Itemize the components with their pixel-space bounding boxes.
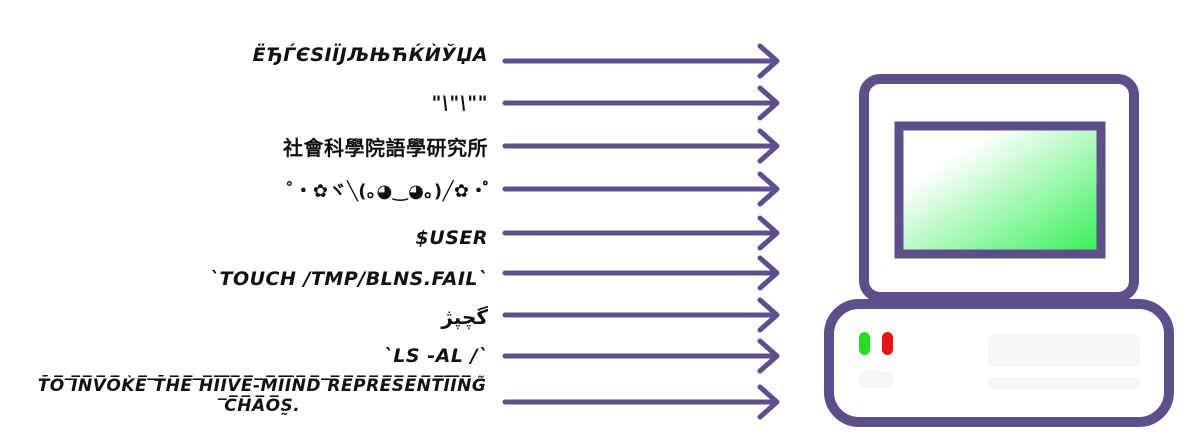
label-zalgo-text: T̄O̅ ̅I̅N̅V̅O̅K̀E̅ ̅T̄H̅E̅ ̅H̅I̅I̅V̅E̅-̅… (37, 376, 487, 416)
right-arrow-icon (502, 215, 780, 251)
label-ls-command: `LS -AL /` (383, 345, 488, 367)
label-kaomoji: ˚・✿ヾ╲(｡◕‿◕｡)╱✿・゚ (284, 181, 488, 202)
right-arrow-icon (502, 297, 780, 333)
label-user-variable: $USER (415, 227, 488, 249)
label-escaped-quotes: "\"\"" (431, 92, 488, 114)
panel-indicator (859, 371, 893, 388)
screen (894, 121, 1106, 259)
right-arrow-icon (502, 384, 780, 420)
right-arrow-icon (502, 255, 780, 291)
panel-strip (988, 377, 1140, 390)
label-persian: گچپژ (441, 305, 488, 329)
right-arrow-icon (502, 171, 780, 207)
led-red (882, 332, 893, 355)
led-green (859, 332, 870, 355)
panel-slot (988, 334, 1140, 367)
label-touch-command: `TOUCH /TMP/BLNS.FAIL` (209, 268, 488, 290)
desktop-computer-icon (824, 74, 1174, 427)
right-arrow-icon (502, 128, 780, 164)
right-arrow-icon (502, 85, 780, 121)
label-chinese: 社會科學院語學研究所 (283, 136, 488, 160)
right-arrow-icon (502, 338, 780, 374)
right-arrow-icon (502, 43, 780, 79)
label-cyrillic: ЁЂЃЄЅІЇЈЉЊЋЌЍЎЏА (252, 44, 488, 66)
arrow-group (502, 43, 780, 420)
